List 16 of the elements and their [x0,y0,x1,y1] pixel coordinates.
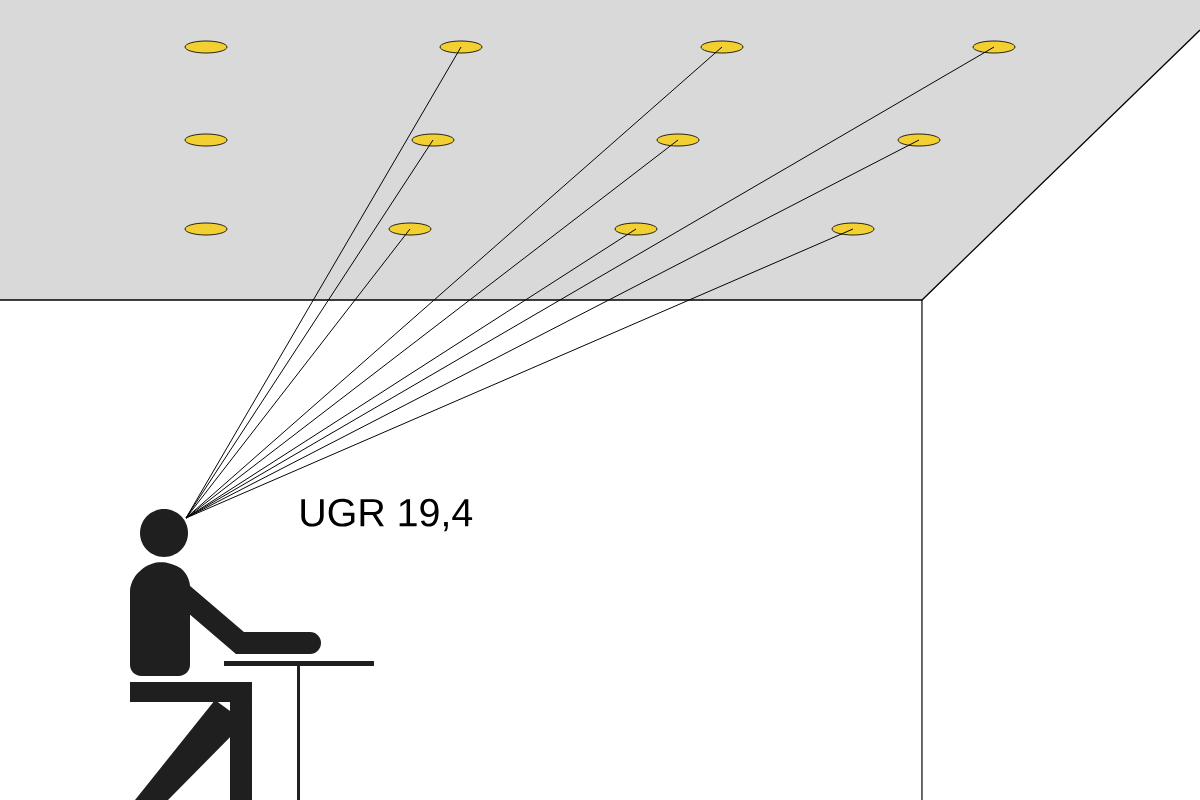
ceiling-lamp [700,40,744,54]
ceiling-lamp [184,222,228,236]
sight-line [185,228,637,519]
ceiling-lamp [831,222,875,236]
sight-line [185,228,854,519]
ceiling-lamp [614,222,658,236]
ceiling-lamp [411,133,455,147]
sight-line [185,228,411,519]
value-label: UGR 19,4 [301,498,473,532]
ceiling-lamp [388,222,432,236]
ceiling-lamp [656,133,700,147]
ceiling-lamp [439,40,483,54]
ceiling-lamp [184,40,228,54]
ceiling-lamp [184,133,228,147]
ceiling-lamp [897,133,941,147]
ceiling-lamp [972,40,1016,54]
